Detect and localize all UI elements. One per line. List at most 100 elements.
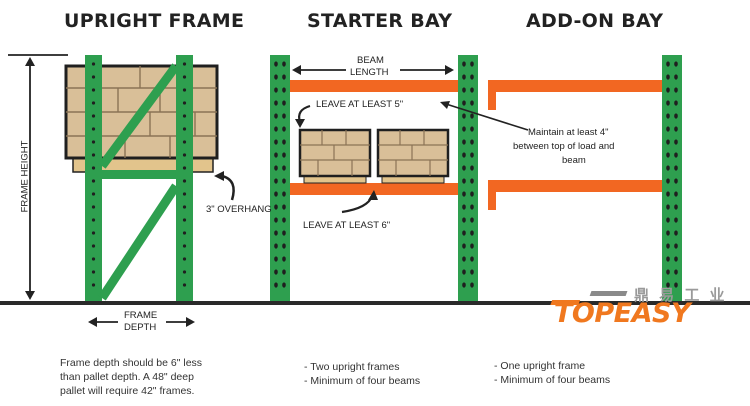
perforation-hole (470, 243, 474, 249)
perforation-hole (674, 230, 678, 236)
perforation-hole (182, 140, 187, 144)
perforation-hole (91, 88, 96, 92)
perforation-hole (666, 243, 670, 249)
perforation-hole (274, 256, 278, 262)
perforation-hole (666, 282, 670, 288)
perforation-hole (470, 61, 474, 67)
frame-depth-arrows (88, 317, 195, 327)
perforation-hole (182, 179, 187, 183)
perforation-hole (282, 256, 286, 262)
perforation-hole (462, 217, 466, 223)
maintain-label-3: beam (562, 155, 586, 166)
perforation-hole (274, 204, 278, 210)
perforation-hole (182, 257, 187, 261)
perforation-hole (91, 62, 96, 66)
perforation-hole (91, 153, 96, 157)
perforation-hole (666, 152, 670, 158)
perforation-hole (470, 178, 474, 184)
perforation-hole (470, 113, 474, 119)
perforation-hole (274, 269, 278, 275)
upright-caption: Frame depth should be 6" less than palle… (60, 356, 202, 398)
perforation-hole (470, 282, 474, 288)
perforation-hole (666, 113, 670, 119)
perforation-hole (274, 139, 278, 145)
perforation-hole (274, 100, 278, 106)
perforation-hole (674, 282, 678, 288)
starter-caption-line: - Two upright frames (304, 361, 400, 373)
perforation-hole (674, 152, 678, 158)
perforation-hole (91, 218, 96, 222)
leave-bottom-arrow (341, 190, 378, 214)
perforation-hole (674, 113, 678, 119)
maintain-arrow (440, 101, 529, 131)
perforation-hole (470, 139, 474, 145)
logo-chinese-text: 鼎 易 工 业 (634, 287, 728, 304)
perforation-hole (182, 88, 187, 92)
perforation-hole (182, 205, 187, 209)
perforation-hole (182, 192, 187, 196)
perforation-hole (462, 139, 466, 145)
perforation-hole (182, 270, 187, 274)
upright-perforations (91, 62, 187, 287)
perforation-hole (462, 230, 466, 236)
perforation-hole (462, 178, 466, 184)
perforation-hole (274, 165, 278, 171)
perforation-hole (91, 231, 96, 235)
perforation-hole (462, 74, 466, 80)
perforation-hole (462, 243, 466, 249)
perforation-hole (282, 282, 286, 288)
leave-top-arrow (295, 104, 311, 128)
topeasy-logo: TOPEASY 鼎 易 工 业 (548, 284, 738, 332)
perforation-hole (91, 270, 96, 274)
maintain-label-1: Maintain at least 4" (528, 127, 609, 138)
perforation-hole (91, 127, 96, 131)
perforation-hole (91, 75, 96, 79)
beam-length-label-1: BEAM (357, 55, 384, 66)
perforation-hole (674, 100, 678, 106)
perforation-hole (182, 114, 187, 118)
perforation-hole (274, 152, 278, 158)
perforation-hole (462, 61, 466, 67)
perforation-hole (282, 87, 286, 93)
perforation-hole (91, 140, 96, 144)
perforation-hole (674, 191, 678, 197)
perforation-hole (462, 256, 466, 262)
perforation-hole (470, 100, 474, 106)
upright-caption-line: Frame depth should be 6" less (60, 357, 203, 369)
frame-depth-label-2: DEPTH (124, 322, 157, 333)
perforation-hole (274, 126, 278, 132)
add-on-upright (662, 55, 682, 302)
frame-height-dimension (8, 54, 68, 300)
perforation-hole (666, 191, 670, 197)
perforation-hole (282, 269, 286, 275)
perforation-hole (470, 217, 474, 223)
perforation-hole (274, 243, 278, 249)
perforation-hole (470, 87, 474, 93)
perforation-hole (282, 217, 286, 223)
upright-caption-line: pallet will require 42" frames. (60, 385, 195, 397)
perforation-hole (462, 152, 466, 158)
perforation-hole (666, 87, 670, 93)
add-on-caption-line: - Minimum of four beams (494, 374, 611, 386)
perforation-hole (274, 74, 278, 80)
starter-pallet-left (298, 128, 372, 184)
perforation-hole (282, 126, 286, 132)
perforation-hole (182, 62, 187, 66)
perforation-hole (462, 100, 466, 106)
perforation-hole (91, 114, 96, 118)
perforation-hole (666, 204, 670, 210)
perforation-hole (274, 87, 278, 93)
perforation-hole (470, 230, 474, 236)
perforation-hole (282, 178, 286, 184)
perforation-hole (470, 126, 474, 132)
perforation-hole (462, 113, 466, 119)
perforation-hole (282, 165, 286, 171)
perforation-hole (674, 269, 678, 275)
perforation-hole (462, 191, 466, 197)
perforation-hole (470, 74, 474, 80)
perforation-hole (182, 166, 187, 170)
perforation-hole (674, 178, 678, 184)
perforation-hole (91, 166, 96, 170)
perforation-hole (274, 217, 278, 223)
